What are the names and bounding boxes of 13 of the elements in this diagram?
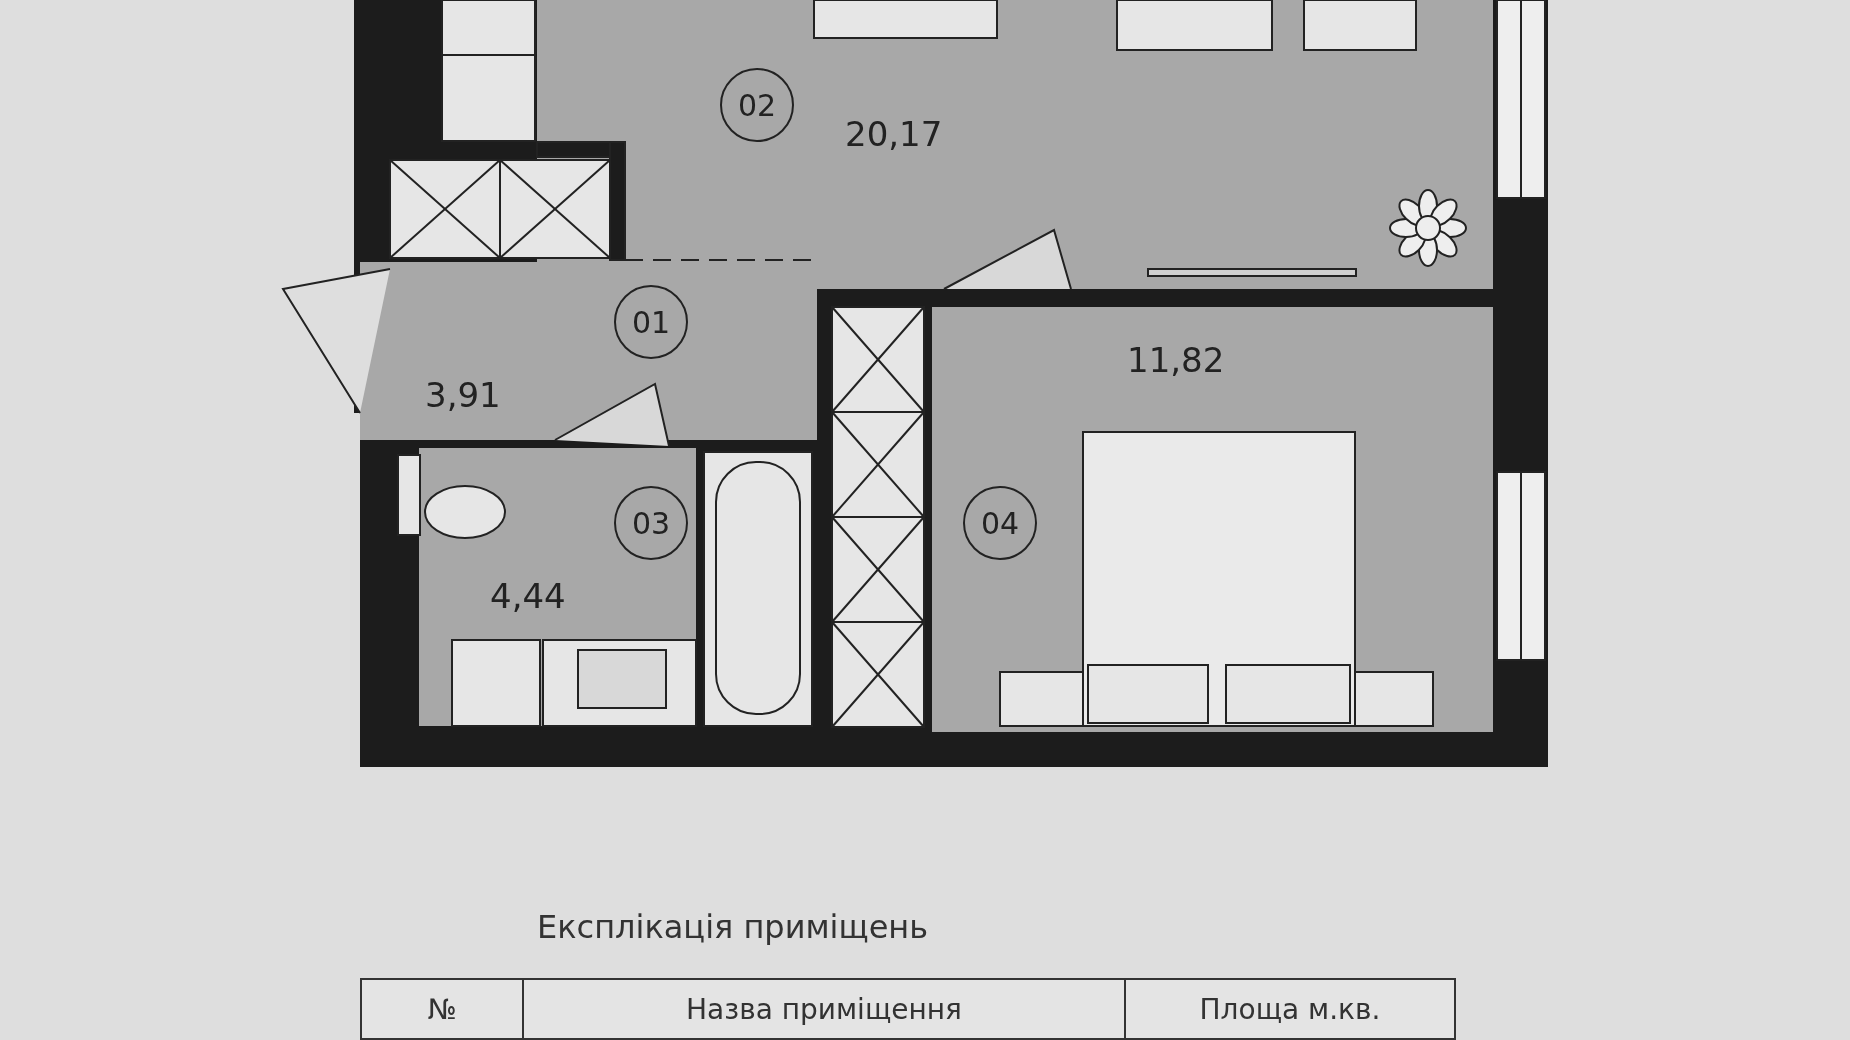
room-area: 11,82 [1127, 340, 1225, 380]
room-number: 04 [963, 486, 1037, 560]
room-number: 01 [614, 285, 688, 359]
room-number: 02 [720, 68, 794, 142]
room-number: 03 [614, 486, 688, 560]
table-header: Площа м.кв. [1124, 978, 1456, 1040]
room-area: 3,91 [425, 375, 501, 415]
room-area: 4,44 [490, 576, 566, 616]
table-title: Експлікація приміщень [537, 908, 929, 946]
table-header: № [360, 978, 524, 1040]
room-floor [360, 262, 817, 440]
table-header: Назва приміщення [522, 978, 1126, 1040]
room-area: 20,17 [845, 114, 943, 154]
